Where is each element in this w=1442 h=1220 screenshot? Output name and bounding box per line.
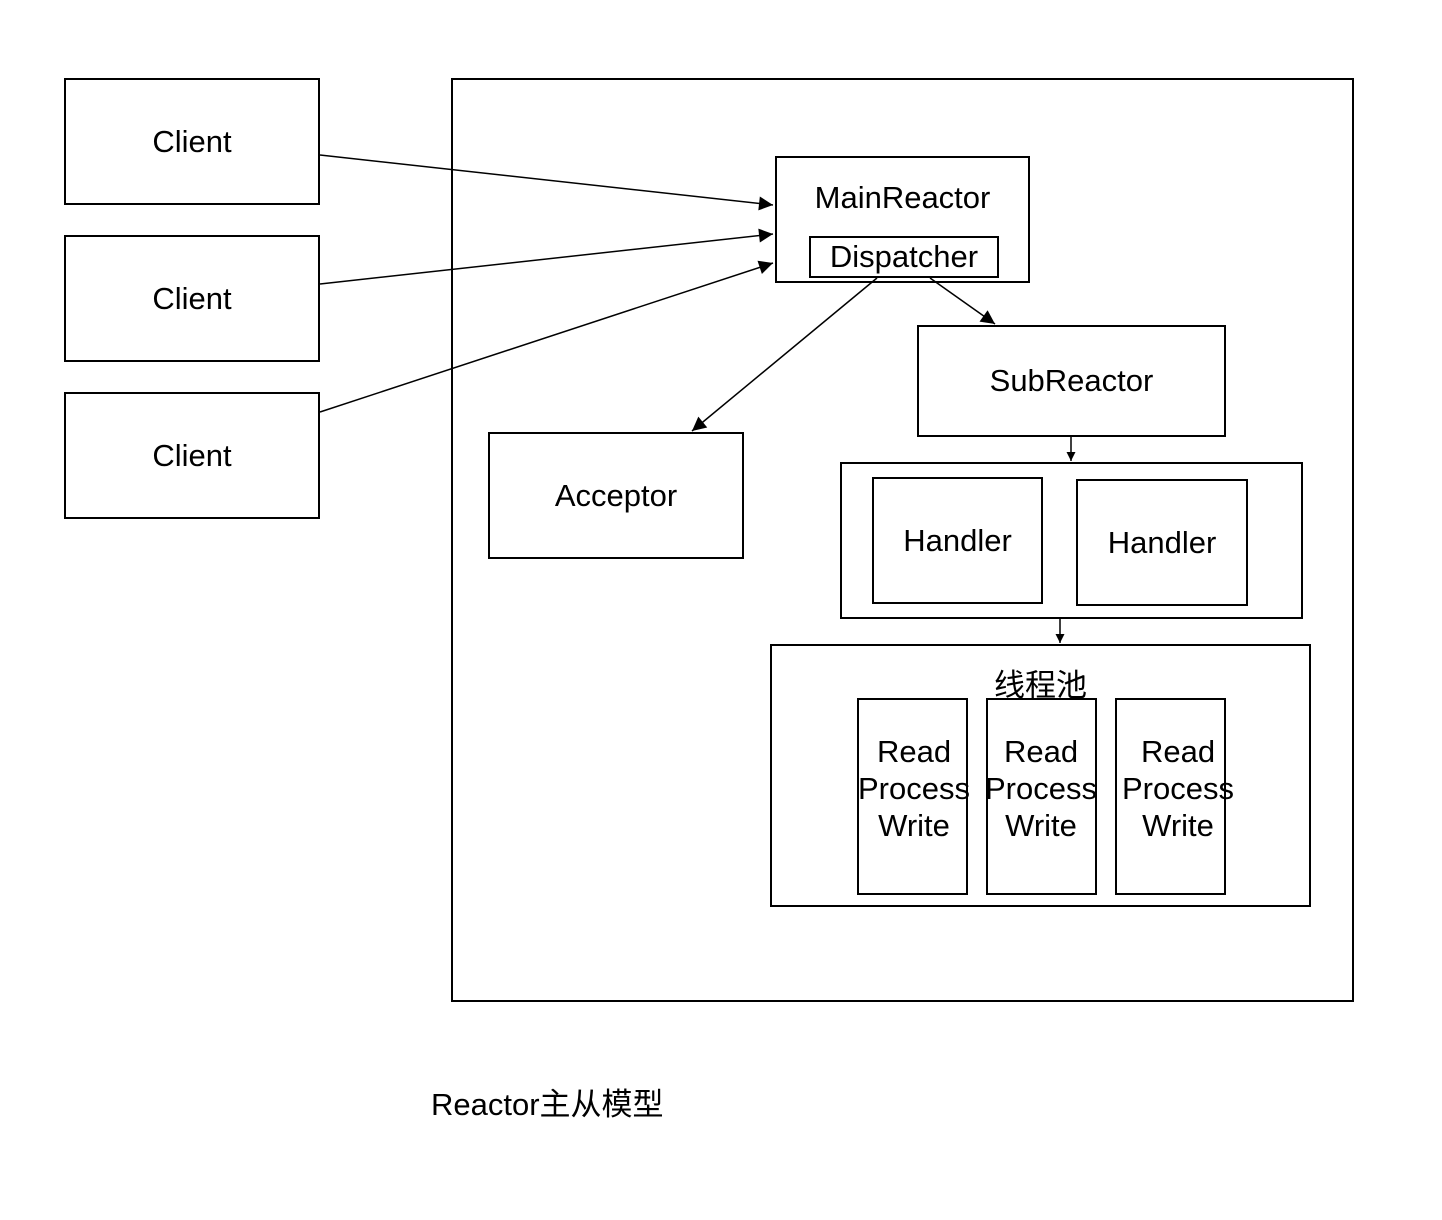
client-box-3: Client bbox=[64, 392, 320, 519]
client-box-2: Client bbox=[64, 235, 320, 362]
client-label: Client bbox=[152, 123, 232, 159]
task-text-2: Read Process Write bbox=[985, 733, 1097, 844]
client-box-1: Client bbox=[64, 78, 320, 205]
task-box-3 bbox=[1115, 698, 1226, 895]
task-process: Process bbox=[985, 771, 1097, 806]
acceptor-label: Acceptor bbox=[554, 477, 678, 513]
task-text-3: Read Process Write bbox=[1122, 733, 1234, 844]
dispatcher-box: Dispatcher bbox=[809, 236, 999, 278]
task-box-1 bbox=[857, 698, 968, 895]
main-reactor-box: MainReactor Dispatcher bbox=[775, 156, 1030, 283]
handler-box-2: Handler bbox=[1076, 479, 1248, 606]
task-write: Write bbox=[1142, 808, 1214, 843]
task-process: Process bbox=[1122, 771, 1234, 806]
task-read: Read bbox=[876, 734, 952, 769]
handler-box-1: Handler bbox=[872, 477, 1043, 604]
thread-pool-title: 线程池 bbox=[994, 668, 1087, 703]
task-write: Write bbox=[878, 808, 950, 843]
handler-label: Handler bbox=[903, 522, 1012, 558]
client-label: Client bbox=[152, 280, 232, 316]
handler-label: Handler bbox=[1107, 524, 1217, 560]
task-read: Read bbox=[1140, 734, 1216, 769]
diagram-caption: Reactor主从模型 bbox=[431, 1087, 664, 1122]
main-reactor-label: MainReactor bbox=[814, 180, 991, 215]
task-process: Process bbox=[858, 771, 970, 806]
task-write: Write bbox=[1005, 808, 1077, 843]
acceptor-box: Acceptor bbox=[488, 432, 744, 559]
sub-reactor-box: SubReactor bbox=[917, 325, 1226, 437]
dispatcher-label: Dispatcher bbox=[829, 239, 979, 274]
client-label: Client bbox=[152, 437, 232, 473]
sub-reactor-label: SubReactor bbox=[989, 363, 1154, 398]
task-read: Read bbox=[1003, 734, 1079, 769]
task-box-2 bbox=[986, 698, 1097, 895]
task-text-1: Read Process Write bbox=[858, 733, 970, 844]
